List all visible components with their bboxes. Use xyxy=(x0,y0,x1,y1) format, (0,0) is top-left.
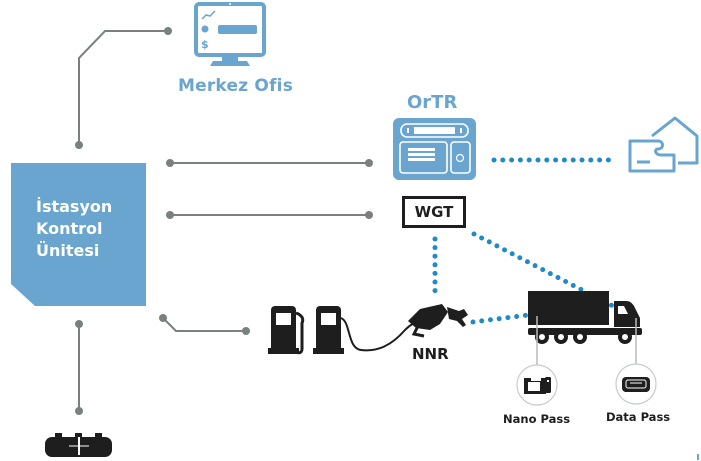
wgt-label: WGT xyxy=(414,203,454,221)
wired-connector-wgt xyxy=(166,211,373,219)
data-pass-device-icon xyxy=(615,363,657,405)
head-office-label: Merkez Ofis xyxy=(178,76,294,96)
station-control-unit-line-2: Kontrol xyxy=(36,219,103,238)
nano-pass-device-icon xyxy=(516,364,558,406)
corner-mark xyxy=(697,454,699,460)
terminal-keypad-icon xyxy=(393,118,476,180)
nano-pass-label: Nano Pass xyxy=(503,412,571,426)
data-pass-label: Data Pass xyxy=(606,410,671,424)
wired-connector-head-office xyxy=(75,27,172,149)
card-envelope-icon xyxy=(628,116,699,173)
station-control-unit-box xyxy=(11,163,146,306)
wgt-box: WGT xyxy=(402,196,466,228)
fuel-pump-icon xyxy=(268,306,428,355)
ortr-label: OrTR xyxy=(407,92,458,113)
wired-connector-pumps xyxy=(159,314,250,335)
truck-icon xyxy=(528,291,642,344)
fuel-tank-icon xyxy=(45,433,112,457)
station-control-unit-label: İstasyon Kontrol Ünitesi xyxy=(36,196,112,262)
wireless-link-nnr-truck xyxy=(470,311,539,325)
station-control-unit-line-3: Ünitesi xyxy=(36,241,100,260)
monitor-dashboard-icon: $ xyxy=(194,2,266,66)
wired-connector-ortr xyxy=(166,159,373,167)
nnr-label: NNR xyxy=(412,345,449,363)
wired-connector-tank xyxy=(75,320,83,415)
station-control-unit-line-1: İstasyon xyxy=(36,197,113,216)
svg-text:$: $ xyxy=(201,38,209,51)
fuel-nozzle-icon xyxy=(408,304,468,338)
